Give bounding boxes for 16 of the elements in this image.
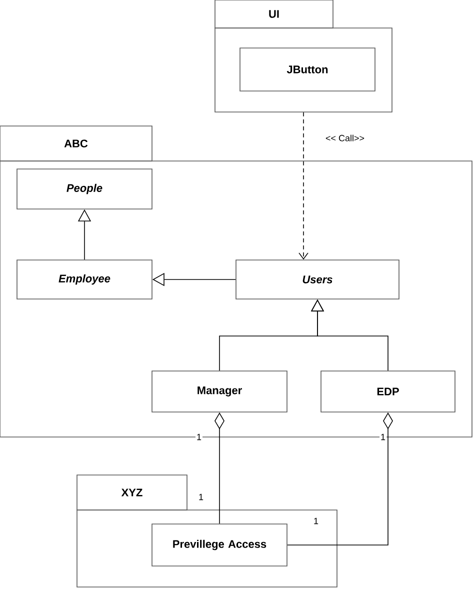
node-label: ABC: [64, 140, 88, 148]
multiplicity-label: 1: [198, 492, 204, 502]
multiplicity-label: 1: [196, 432, 202, 442]
edge-label: << Call>>: [324, 134, 366, 142]
multiplicity-label: 1: [380, 432, 386, 442]
node-label: XYZ: [121, 488, 142, 496]
dependency-arrow: [298, 112, 308, 260]
class-box: EDP: [320, 370, 456, 412]
abstract-class-box: Employee: [16, 260, 152, 300]
node-label: UI: [269, 10, 279, 18]
abstract-class-box: People: [16, 168, 152, 210]
class-box: Manager: [152, 370, 288, 412]
class-box: JButton: [240, 48, 376, 92]
multiplicity-label: 1: [312, 516, 320, 526]
class-box: Previllege Access: [152, 524, 288, 566]
abstract-class-box: Users: [236, 260, 400, 300]
